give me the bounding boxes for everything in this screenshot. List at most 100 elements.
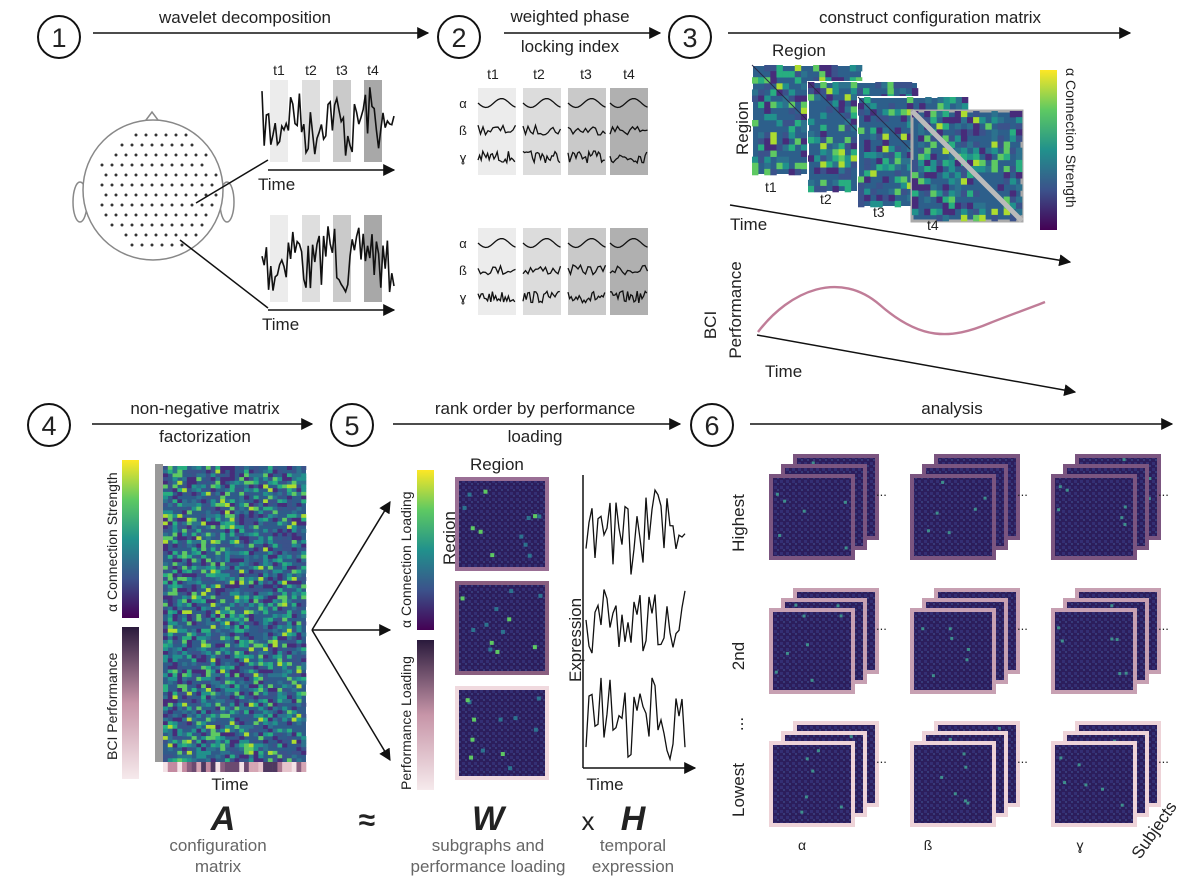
matrix-a-cell — [253, 569, 259, 574]
matrix-a-cell — [205, 606, 211, 611]
matrix-a-cell — [182, 499, 188, 504]
matrix-a-cell — [234, 551, 240, 556]
matrix-a-cell — [263, 699, 269, 704]
matrix-a-cell — [263, 669, 269, 674]
matrix-a-cell — [253, 743, 259, 748]
matrix-a-cell — [296, 580, 302, 585]
config-cell — [973, 208, 980, 216]
matrix-a-cell — [215, 636, 221, 641]
matrix-a-cell — [172, 628, 178, 633]
analysis-hotspot — [778, 533, 782, 537]
matrix-a-cell — [272, 688, 278, 692]
matrix-a-cell — [210, 673, 216, 678]
matrix-a-cell — [272, 743, 278, 748]
matrix-a-cell — [205, 673, 211, 678]
matrix-a-cell — [201, 558, 207, 563]
analysis-hotspot — [843, 500, 847, 504]
matrix-a-cell — [272, 588, 278, 593]
config-cell — [850, 100, 858, 107]
electrode — [164, 213, 168, 217]
matrix-a-cell — [182, 536, 188, 541]
matrix-a-cell — [248, 758, 254, 763]
matrix-a-cell — [248, 506, 254, 511]
matrix-a-cell — [248, 617, 254, 622]
matrix-a-cell — [229, 551, 235, 556]
matrix-a-cell — [301, 658, 307, 663]
matrix-a-cell — [186, 732, 192, 737]
matrix-a-cell — [253, 739, 259, 744]
matrix-a-cell — [201, 599, 207, 604]
matrix-a-cell — [253, 591, 259, 596]
matrix-a-cell — [163, 754, 169, 759]
config-cell — [876, 194, 883, 202]
config-cell — [961, 97, 969, 104]
matrix-a-cell — [172, 732, 178, 737]
matrix-a-cell — [248, 688, 254, 692]
matrix-a-cell — [163, 628, 169, 633]
matrix-a-cell — [258, 732, 264, 737]
matrix-a-cell — [220, 743, 226, 748]
matrix-a-cell — [234, 643, 240, 648]
matrix-a-cell — [201, 691, 207, 696]
matrix-a-cell — [163, 625, 169, 630]
config-cell — [858, 194, 865, 202]
matrix-a-cell — [220, 536, 226, 541]
config-cell — [888, 188, 895, 196]
matrix-a-cell — [224, 713, 231, 718]
matrix-a-cell — [191, 636, 197, 641]
matrix-a-cell — [215, 710, 221, 715]
config-cell — [882, 127, 889, 134]
matrix-a-cell — [210, 602, 216, 607]
matrix-a-cell — [234, 699, 240, 704]
matrix-a-cell — [272, 758, 278, 763]
config-cell — [948, 135, 956, 142]
config-cell — [758, 89, 765, 96]
matrix-a-cell — [234, 580, 240, 585]
config-cell — [832, 82, 839, 89]
step6-label: analysis — [921, 399, 982, 418]
matrix-a-cell — [282, 688, 288, 692]
config-cell — [899, 88, 907, 95]
matrix-a-cell — [244, 599, 250, 604]
matrix-a-cell — [244, 673, 250, 678]
matrix-a-cell — [291, 484, 297, 489]
config-cell — [1009, 166, 1017, 173]
matrix-a-cell — [277, 540, 283, 544]
matrix-a-cell — [220, 684, 226, 689]
h-expression-label: Expression — [566, 598, 585, 682]
config-cell — [782, 138, 789, 145]
matrix-a-cell — [244, 706, 250, 711]
matrix-a-cell — [272, 691, 278, 696]
matrix-a-cell — [172, 488, 178, 493]
matrix-a-cell — [272, 713, 278, 718]
matrix-a-performance-cell — [167, 762, 173, 772]
matrix-a-cell — [301, 477, 307, 482]
matrix-a-cell — [286, 591, 292, 596]
matrix-a-cell — [182, 636, 188, 641]
subgraph-hotspot — [519, 534, 524, 539]
matrix-a-cell — [272, 721, 278, 726]
matrix-a-cell — [272, 569, 278, 574]
config-cell — [864, 164, 871, 171]
matrix-a-cell — [224, 702, 231, 707]
matrix-a-cell — [282, 632, 288, 637]
matrix-a-cell — [296, 569, 302, 574]
electrode — [200, 163, 204, 167]
config-cell — [894, 200, 902, 208]
matrix-a-cell — [253, 680, 259, 685]
config-cell — [832, 100, 839, 107]
matrix-a-cell — [167, 599, 173, 604]
matrix-a-cell — [172, 473, 178, 478]
matrix-a-cell — [234, 736, 240, 741]
config-cell — [882, 139, 889, 147]
matrix-a-cell — [253, 480, 259, 485]
matrix-a-cell — [258, 573, 264, 578]
step4: 4 non-negative matrix factorization α Co… — [27, 399, 314, 794]
matrix-a-cell — [210, 747, 216, 752]
analysis-hotspot — [810, 678, 814, 682]
matrix-a-cell — [172, 525, 178, 530]
config-cell — [991, 214, 998, 222]
config-cell — [770, 71, 777, 78]
matrix-a-cell — [177, 702, 183, 707]
band-trace — [522, 150, 561, 165]
